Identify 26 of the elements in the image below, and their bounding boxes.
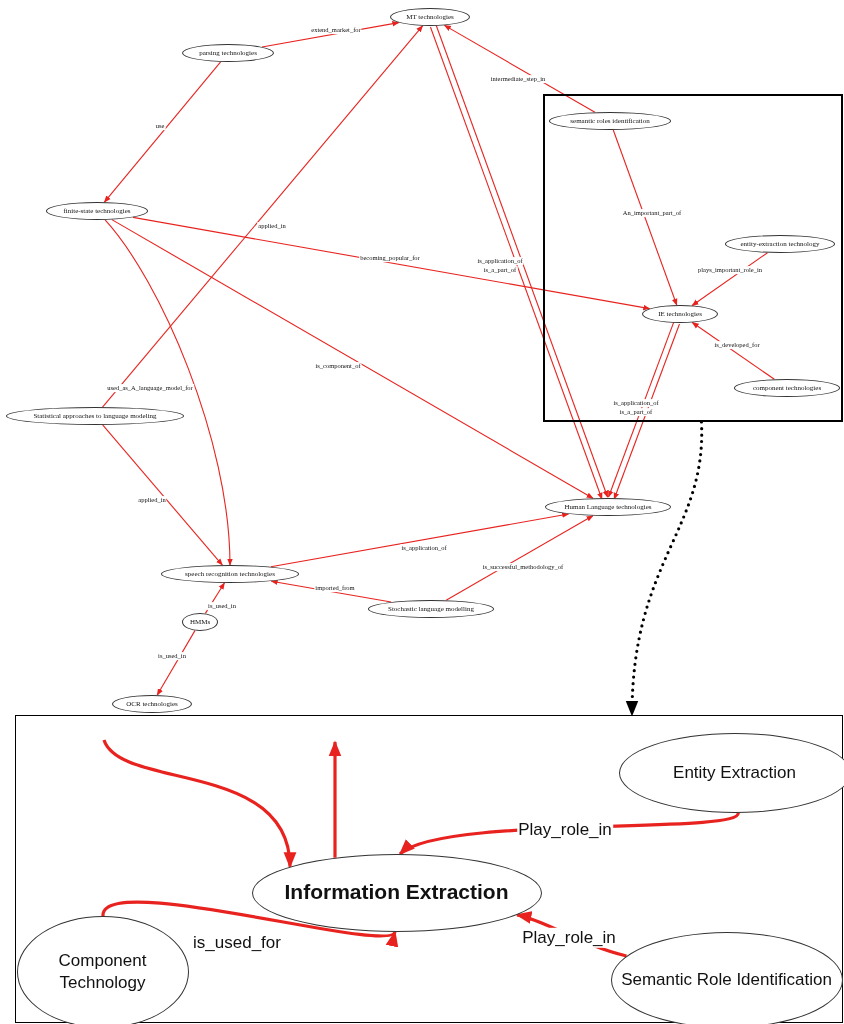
- arrow: [445, 515, 594, 601]
- arrow: [132, 216, 651, 311]
- node-label: Component Technology: [57, 950, 148, 993]
- arrow: [102, 739, 295, 869]
- dotted-arrow: [626, 420, 704, 717]
- arrow: [104, 219, 233, 566]
- arrow: [443, 24, 596, 113]
- concept-ellipse: [734, 379, 840, 397]
- node-label: Semantic Role Identification: [621, 968, 832, 991]
- zoom-panel: [15, 715, 843, 1023]
- concept-ellipse: [390, 8, 470, 26]
- arrow: [111, 219, 594, 499]
- concept-ellipse: [182, 44, 274, 62]
- node-label: Entity Extraction: [673, 761, 796, 784]
- concept-ellipse: [182, 613, 218, 631]
- arrow: [156, 630, 196, 696]
- arrow: [328, 740, 342, 858]
- concept-ellipse: [642, 305, 718, 323]
- concept-ellipse: [46, 202, 148, 220]
- arrow: [102, 25, 424, 408]
- arrow: [612, 129, 678, 306]
- arrow: [101, 900, 397, 945]
- arrow: [102, 424, 223, 566]
- node-label: Information Extraction: [284, 879, 509, 906]
- edge-label: Play_role_in: [521, 927, 617, 949]
- arrow: [103, 61, 222, 203]
